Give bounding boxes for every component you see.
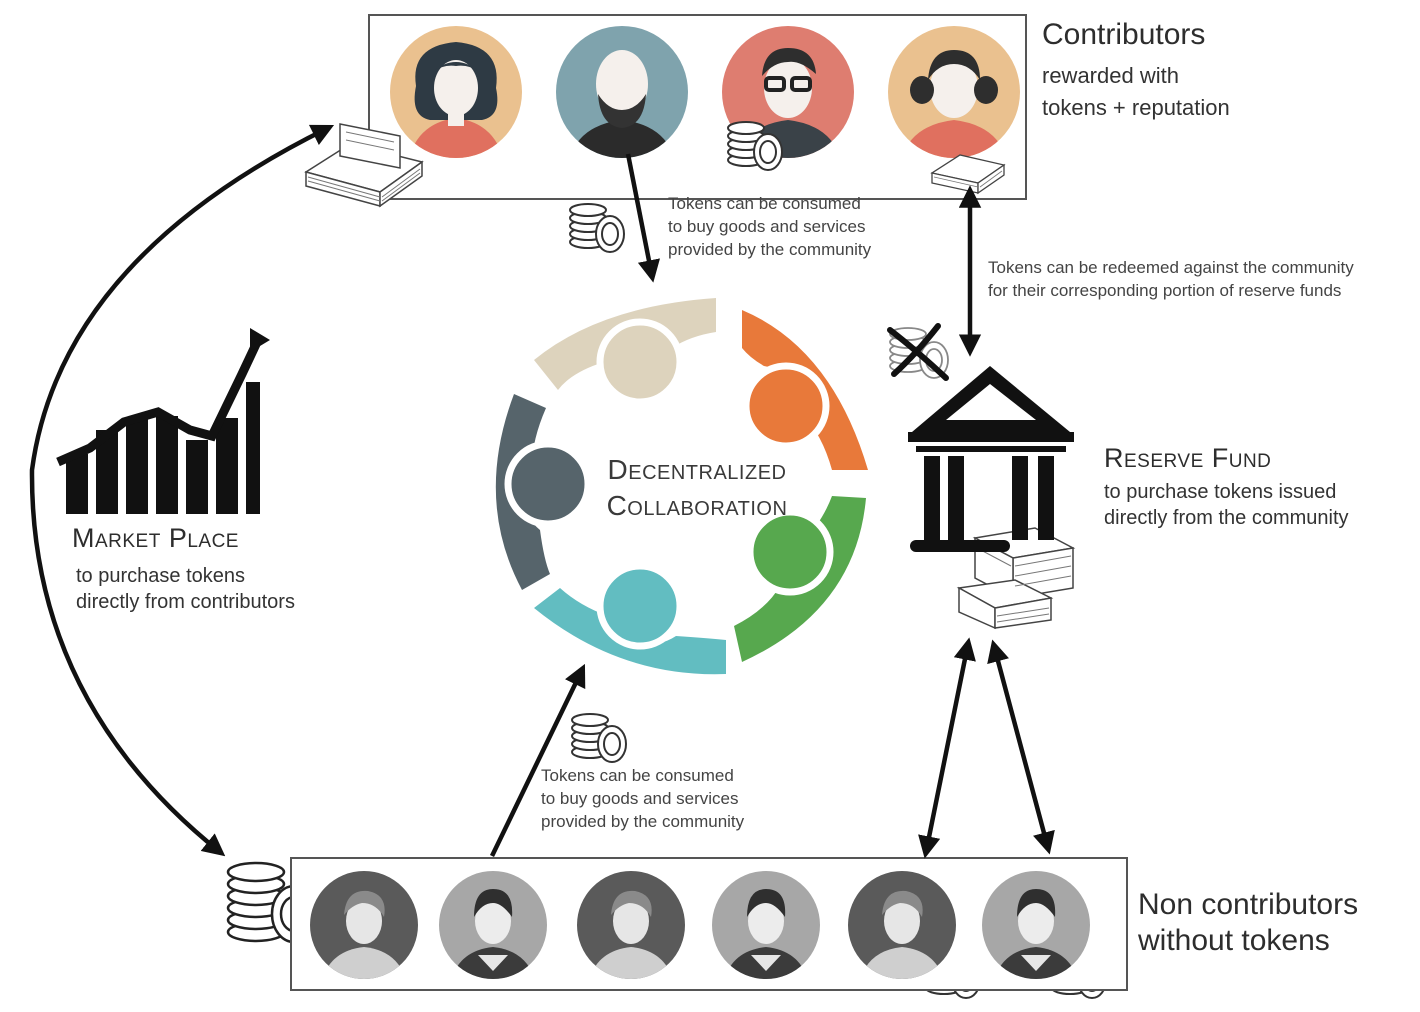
contributor-avatar-1 xyxy=(390,26,522,158)
center-title: Decentralized Collaboration xyxy=(560,452,834,525)
cash-stack-icon xyxy=(930,154,1006,195)
non-contributor-avatar xyxy=(310,871,418,979)
segment-slate xyxy=(495,394,550,590)
non-contributors-avatars xyxy=(310,871,1090,979)
contributors-avatars xyxy=(390,26,1020,158)
cross-out-icon xyxy=(887,323,949,381)
reserve-fund-title: Reserve Fund xyxy=(1104,443,1272,473)
bank-building-icon xyxy=(908,366,1074,552)
note-line: provided by the community xyxy=(668,239,872,259)
token-chips-icon xyxy=(727,121,783,171)
collaboration-ring xyxy=(495,298,868,675)
token-chips-icon xyxy=(226,861,318,944)
market-place-title: Market Place xyxy=(72,523,239,553)
contributor-avatar-2 xyxy=(556,26,688,158)
contributors-title: Contributors xyxy=(1042,18,1206,51)
non-contributors-title-1: Non contributors xyxy=(1138,888,1359,921)
token-chips-icon xyxy=(569,203,625,253)
growth-chart-icon xyxy=(56,328,270,514)
note-line: to buy goods and services xyxy=(541,788,739,808)
non-contributor-avatar xyxy=(712,871,820,979)
note-line: Tokens can be redeemed against the commu… xyxy=(988,258,1354,277)
note-line: Tokens can be consumed xyxy=(541,766,734,785)
cash-stack-icon xyxy=(304,123,424,208)
note-redeemed: Tokens can be redeemed against the commu… xyxy=(988,257,1354,303)
contributors-subtitle-1: rewarded with xyxy=(1042,63,1179,88)
note-line: Tokens can be consumed xyxy=(668,194,861,213)
contributor-avatar-4 xyxy=(888,26,1020,158)
market-place-desc-2: directly from contributors xyxy=(76,591,295,613)
note-line: to buy goods and services xyxy=(668,216,866,236)
center-title-line2: Collaboration xyxy=(606,490,788,522)
non-contributors-title-2: without tokens xyxy=(1138,924,1330,957)
segment-beige xyxy=(534,298,716,390)
note-line: for their corresponding portion of reser… xyxy=(988,280,1342,300)
center-title-line1: Decentralized xyxy=(607,454,787,485)
reserve-fund-desc-2: directly from the community xyxy=(1104,507,1349,529)
market-place-desc-1: to purchase tokens xyxy=(76,565,245,587)
non-contributor-avatar xyxy=(577,871,685,979)
arrow-reserve-2 xyxy=(987,639,1055,855)
contributors-subtitle-2: tokens + reputation xyxy=(1042,95,1230,120)
token-chips-icon xyxy=(571,713,627,763)
non-contributor-avatar xyxy=(848,871,956,979)
non-contributor-avatar xyxy=(982,871,1090,979)
arrow-reserve-1 xyxy=(918,637,976,859)
segment-teal xyxy=(534,588,726,675)
reserve-fund-desc-1: to purchase tokens issued xyxy=(1104,481,1337,503)
note-line: provided by the community xyxy=(541,811,745,831)
non-contributor-avatar xyxy=(439,871,547,979)
note-consumed-top: Tokens can be consumed to buy goods and … xyxy=(668,193,871,262)
note-consumed-bottom: Tokens can be consumed to buy goods and … xyxy=(541,765,744,834)
